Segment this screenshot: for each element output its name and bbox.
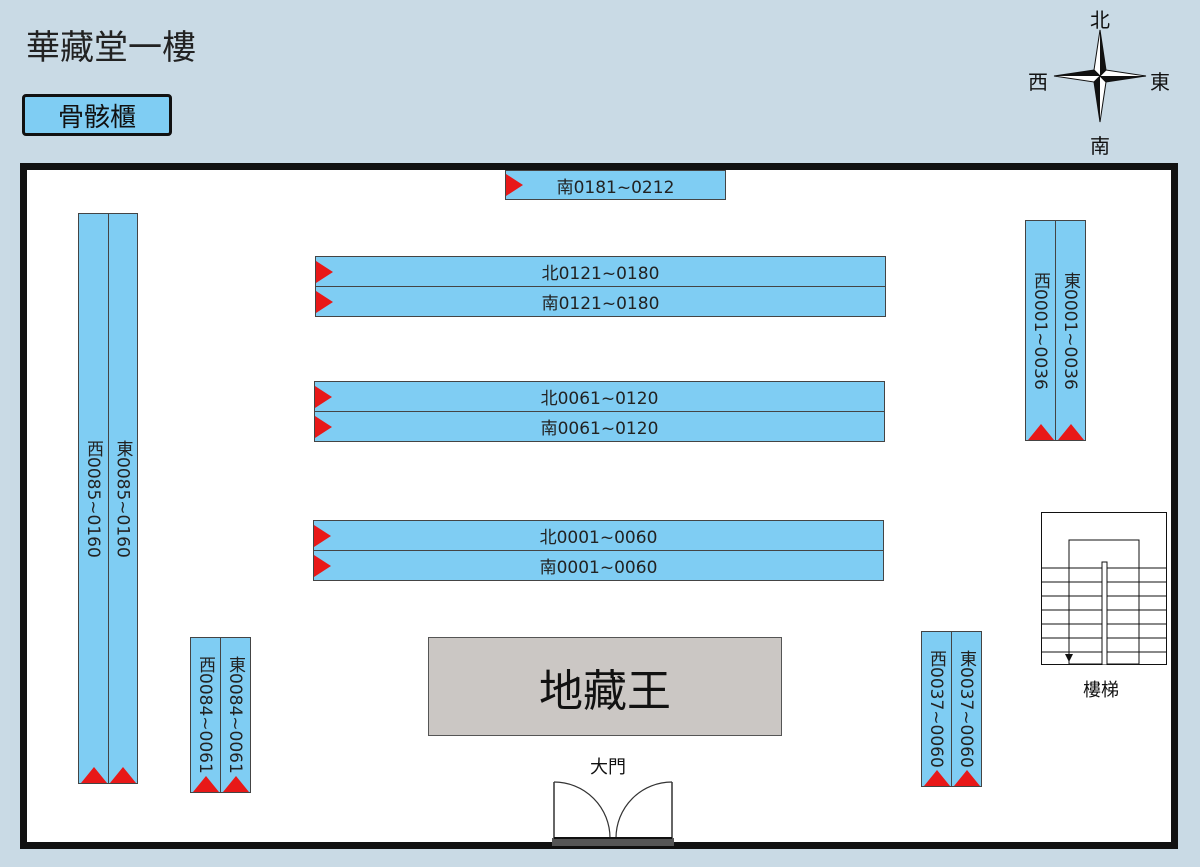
compass-rose-icon — [1053, 29, 1147, 123]
cabinet-west-long-west[interactable]: 西0085~0160 — [78, 213, 109, 784]
direction-marker — [953, 770, 980, 786]
door-label: 大門 — [590, 757, 626, 778]
cabinet-label: 西0037~0060 — [926, 650, 946, 768]
stairs-label: 樓梯 — [1083, 680, 1119, 701]
legend-cabinet: 骨骸櫃 — [22, 94, 172, 136]
door-icon[interactable] — [552, 780, 674, 846]
cabinet-ne-west[interactable]: 西0001~0036 — [1025, 220, 1056, 441]
ksitigarbha-statue: 地藏王 — [428, 637, 782, 736]
compass-north-label: 北 — [1090, 8, 1110, 32]
cabinet-label: 北0121~0180 — [541, 264, 660, 284]
cabinet-label: 北0061~0120 — [540, 389, 659, 409]
cabinet-label: 東0085~0160 — [112, 439, 133, 558]
compass-east-label: 東 — [1150, 70, 1170, 94]
direction-marker — [1027, 424, 1054, 440]
direction-marker — [316, 290, 333, 313]
direction-marker — [506, 174, 523, 196]
cabinet-label: 南0121~0180 — [541, 294, 660, 314]
direction-marker — [314, 554, 331, 577]
direction-marker — [80, 767, 107, 783]
compass-west-label: 西 — [1028, 70, 1048, 94]
cabinet-label: 西0085~0160 — [83, 439, 103, 558]
cabinet-row3-south[interactable]: 南0121~0180 — [315, 286, 886, 317]
cabinet-label: 西0001~0036 — [1030, 271, 1050, 390]
cabinet-label: 東0037~0060 — [956, 650, 976, 768]
cabinet-row2-north[interactable]: 北0061~0120 — [314, 381, 885, 412]
cabinet-label: 南0001~0060 — [539, 558, 658, 578]
direction-marker — [315, 385, 332, 408]
cabinet-label: 東0084~0061 — [225, 656, 245, 774]
compass: 北 南 東 西 — [1020, 0, 1200, 160]
cabinet-label: 北0001~0060 — [539, 528, 658, 548]
stairs-icon[interactable] — [1041, 512, 1167, 665]
direction-marker — [1057, 424, 1084, 440]
statue-label: 地藏王 — [539, 665, 671, 717]
legend-label: 骨骸櫃 — [57, 102, 136, 133]
cabinet-row2-south[interactable]: 南0061~0120 — [314, 411, 885, 442]
cabinet-se-west[interactable]: 西0037~0060 — [921, 631, 952, 787]
cabinet-west-long-east[interactable]: 東0085~0160 — [108, 213, 138, 784]
cabinet-top-south[interactable]: 南0181~0212 — [505, 170, 726, 200]
cabinet-label: 西0084~0061 — [195, 656, 215, 774]
direction-marker — [923, 770, 950, 786]
map-title: 華藏堂一樓 — [26, 28, 196, 68]
cabinet-west-short-west[interactable]: 西0084~0061 — [190, 637, 221, 793]
cabinet-row3-north[interactable]: 北0121~0180 — [315, 256, 886, 287]
direction-marker — [192, 776, 219, 792]
cabinet-label: 東0001~0036 — [1060, 271, 1080, 390]
direction-marker — [316, 260, 333, 283]
direction-marker — [314, 524, 331, 547]
cabinet-se-east[interactable]: 東0037~0060 — [951, 631, 982, 787]
cabinet-ne-east[interactable]: 東0001~0036 — [1055, 220, 1086, 441]
cabinet-label: 南0181~0212 — [556, 177, 675, 198]
direction-marker — [315, 415, 332, 438]
cabinet-label: 南0061~0120 — [540, 419, 659, 439]
compass-south-label: 南 — [1090, 134, 1110, 158]
cabinet-row1-north[interactable]: 北0001~0060 — [313, 520, 884, 551]
cabinet-west-short-east[interactable]: 東0084~0061 — [220, 637, 251, 793]
cabinet-row1-south[interactable]: 南0001~0060 — [313, 550, 884, 581]
direction-marker — [222, 776, 249, 792]
direction-marker — [110, 767, 136, 783]
